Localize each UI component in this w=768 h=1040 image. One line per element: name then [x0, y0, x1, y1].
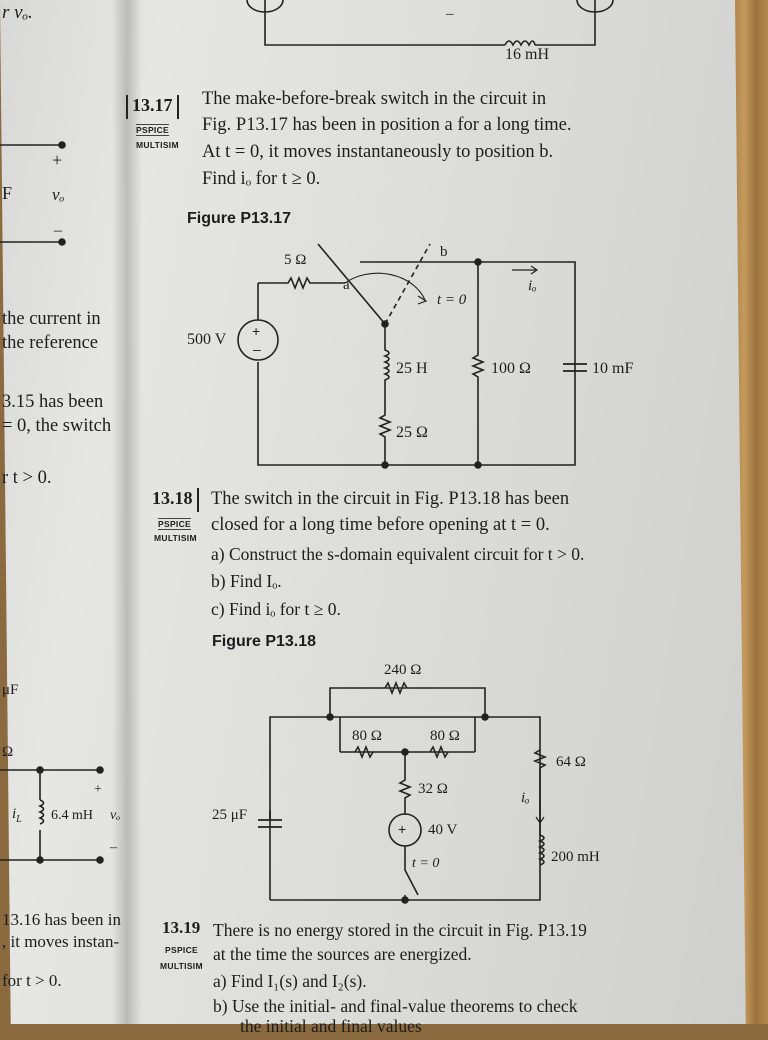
p1317-line-3: At t = 0, it moves instantaneously to po…	[202, 142, 554, 162]
page-shadow	[112, 0, 142, 1024]
p1318-part-a: a) Construct the s-domain equivalent cir…	[211, 544, 585, 564]
svg-text:–: –	[253, 341, 261, 357]
margin-line-3: 3.15 has been	[2, 392, 104, 412]
top-fig-inductor	[504, 40, 536, 47]
p1318-tag-multisim: MULTISIM	[154, 533, 197, 543]
p1317-100ohm-label: 100 Ω	[491, 360, 531, 377]
p1318-figure-caption: Figure P13.18	[212, 633, 317, 650]
p1317-line-4: Find iₒ for t ≥ 0.	[202, 169, 321, 189]
p1319-tag-multisim: MULTISIM	[160, 961, 203, 971]
p1318-part-b: b) Find Iₒ.	[211, 571, 282, 591]
p1318-part-c: c) Find iₒ for t ≥ 0.	[211, 599, 341, 619]
p1317-25ohm-label: 25 Ω	[396, 424, 428, 441]
p1319-line-1: There is no energy stored in the circuit…	[213, 920, 587, 940]
p1319-line-2: at the time the sources are energized.	[213, 944, 472, 964]
p1318-80ohm-b-label: 80 Ω	[430, 728, 460, 744]
margin-wire-3	[0, 769, 100, 861]
p1317-b-label: b	[440, 244, 448, 260]
p1318-240ohm-label: 240 Ω	[384, 662, 422, 678]
p1317-tag-pspice: PSPICE	[136, 124, 169, 136]
margin-line-2: the reference	[2, 333, 99, 353]
p1318-line-2: closed for a long time before opening at…	[211, 515, 550, 535]
margin-line-8: for t > 0.	[2, 971, 62, 990]
top-fig-inductor-label: 16 mH	[505, 46, 549, 63]
p1318-io-label: iₒ	[521, 790, 530, 806]
p1318-40v-label: 40 V	[428, 822, 458, 838]
margin-plus: +	[52, 150, 63, 170]
margin-line-6: 13.16 has been in	[2, 910, 121, 929]
svg-text:+: +	[252, 323, 260, 339]
p1318-tag-pspice: PSPICE	[158, 518, 191, 530]
p1319-number: 13.19	[162, 918, 201, 937]
p1318-200mh-label: 200 mH	[551, 849, 600, 865]
p1318-32ohm-label: 32 Ω	[418, 781, 448, 797]
p1318-32-ohm	[397, 752, 413, 815]
p1318-t0-label: t = 0	[412, 856, 440, 871]
p1317-t0-label: t = 0	[437, 292, 467, 308]
svg-text:+: +	[398, 821, 406, 837]
top-fig-minus: –	[446, 6, 454, 22]
p1317-tag-multisim: MULTISIM	[136, 140, 179, 150]
p1319-part-b: b) Use the initial- and final-value theo…	[213, 996, 578, 1016]
margin-F: F	[2, 183, 13, 203]
p1317-inductor-resistor	[377, 324, 393, 465]
p1317-io-label: iₒ	[528, 278, 537, 294]
top-fig-wire	[264, 0, 596, 46]
p1317-line-1: The make-before-break switch in the circ…	[202, 89, 547, 109]
p1318-25uf-label: 25 μF	[212, 807, 248, 823]
p1318-64ohm-label: 64 Ω	[556, 754, 586, 770]
margin-vo: vₒ	[52, 185, 65, 204]
p1318-number: 13.18	[146, 488, 199, 512]
margin-line-4: = 0, the switch	[2, 416, 112, 436]
margin-vo-top: r vₒ.	[2, 2, 33, 23]
p1317-capacitor	[563, 363, 587, 372]
margin-minus: –	[54, 222, 62, 239]
p1319-part-a: a) Find I₁(s) and I₂(s).	[213, 971, 367, 991]
margin-line-7: , it moves instan-	[2, 932, 120, 951]
p1317-r5-label: 5 Ω	[284, 252, 307, 268]
p1317-500v-label: 500 V	[187, 331, 227, 348]
margin-line-5: r t > 0.	[2, 468, 52, 488]
margin-minus-2: –	[110, 840, 117, 855]
margin-line-1: the current in	[2, 309, 101, 329]
margin-iL: iL	[12, 806, 22, 825]
margin-plus-2: +	[94, 782, 102, 797]
p1317-number: 13.17	[126, 95, 179, 119]
p1317-100-ohm	[470, 262, 486, 465]
margin-vo-2: vₒ	[110, 808, 121, 823]
margin-inductor-label: 6.4 mH	[51, 808, 93, 823]
p1318-outer-loop	[269, 716, 541, 901]
p1317-a-label: a	[343, 277, 350, 293]
p1317-10mf-label: 10 mF	[592, 360, 634, 377]
margin-uF: μF	[2, 682, 19, 698]
margin-inductor	[37, 799, 45, 825]
p1318-capacitor	[258, 810, 282, 828]
p1319-tag-pspice: PSPICE	[165, 945, 198, 955]
margin-omega: Ω	[2, 744, 14, 760]
p1318-80ohm-a-label: 80 Ω	[352, 728, 382, 744]
p1319-part-b-cont: the initial and final values	[240, 1016, 422, 1036]
p1317-25h-label: 25 H	[396, 360, 428, 377]
p1317-switch-arm	[317, 243, 386, 325]
p1318-line-1: The switch in the circuit in Fig. P13.18…	[211, 489, 570, 509]
p1317-line-2: Fig. P13.17 has been in position a for a…	[202, 115, 572, 135]
p1317-figure-caption: Figure P13.17	[187, 210, 292, 227]
